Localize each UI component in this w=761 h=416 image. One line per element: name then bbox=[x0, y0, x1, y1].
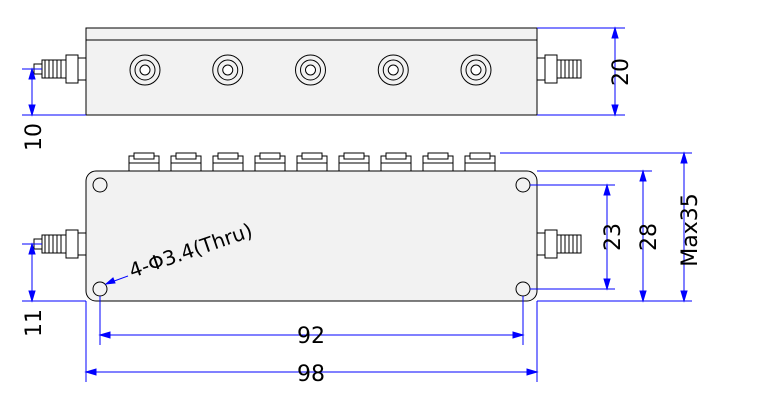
front-view bbox=[33, 152, 582, 302]
tuning-cap bbox=[380, 152, 412, 172]
dim-top-height: 20 bbox=[609, 58, 634, 86]
tuning-cap bbox=[128, 152, 160, 172]
tuning-screw bbox=[460, 54, 492, 86]
tuning-cap bbox=[254, 152, 286, 172]
dim-top-connector-offset: 10 bbox=[22, 123, 47, 151]
front-view-dimensions bbox=[22, 151, 692, 382]
dim-hole-spacing-y: 23 bbox=[601, 223, 626, 251]
tuning-screw bbox=[212, 54, 244, 86]
dim-body-height: 28 bbox=[637, 223, 662, 251]
top-view bbox=[33, 27, 582, 116]
tuning-cap bbox=[212, 152, 244, 172]
dim-overall-width: 98 bbox=[297, 362, 325, 387]
tuning-screw bbox=[295, 54, 326, 86]
mounting-hole-top-left bbox=[92, 177, 108, 193]
tuning-cap bbox=[170, 152, 202, 172]
tuning-cap bbox=[296, 152, 328, 172]
tuning-screw bbox=[377, 54, 409, 86]
top-right-connector bbox=[536, 54, 582, 84]
tuning-screws bbox=[129, 54, 492, 86]
tuning-cap bbox=[338, 152, 370, 172]
front-view-body bbox=[85, 170, 538, 302]
tuning-cap bbox=[422, 152, 454, 172]
tuning-caps bbox=[128, 152, 496, 172]
dim-max-height: Max35 bbox=[678, 193, 703, 266]
top-view-dimensions bbox=[22, 26, 625, 117]
tuning-cap bbox=[464, 152, 496, 172]
tuning-screw bbox=[129, 54, 161, 86]
dim-hole-spacing-x: 92 bbox=[297, 324, 325, 349]
front-left-connector bbox=[33, 229, 87, 259]
front-right-connector bbox=[536, 229, 582, 259]
dim-bottom-connector-offset: 11 bbox=[22, 309, 47, 337]
